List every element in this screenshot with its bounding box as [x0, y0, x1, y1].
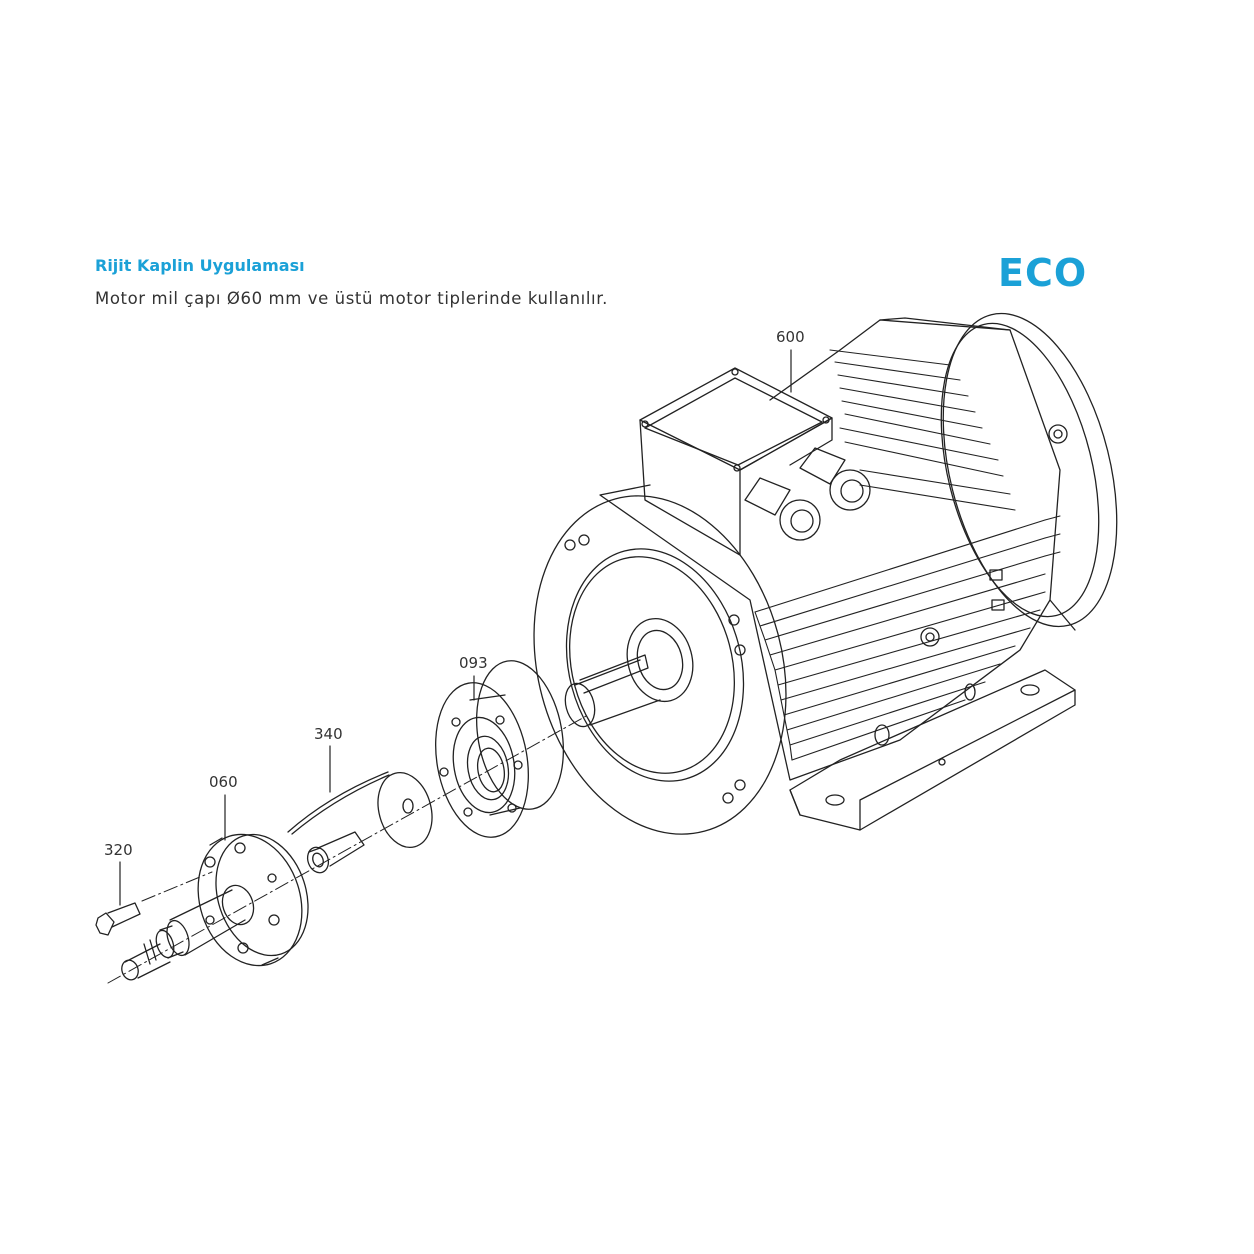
- cable-gland-right: [799, 447, 871, 511]
- callout-060: 060: [209, 773, 238, 791]
- bolt: [95, 902, 141, 936]
- callout-600: 600: [776, 328, 805, 346]
- motor-assembly: [533, 312, 1118, 835]
- leader-lines: [119, 349, 792, 906]
- rear-cover: [942, 312, 1118, 628]
- motor-shaft: [564, 617, 694, 728]
- motor-base: [789, 669, 1076, 831]
- key-part: [287, 771, 390, 835]
- front-flange: [533, 495, 787, 835]
- section-title: Rijit Kaplin Uygulaması: [95, 256, 305, 275]
- side-bolt: [920, 627, 940, 647]
- washer: [377, 772, 433, 848]
- motor-body: [599, 319, 1061, 781]
- cooling-fins: [754, 349, 1061, 761]
- coupling-flange: [435, 660, 565, 838]
- shaft-flange: [121, 833, 309, 981]
- screw: [306, 831, 365, 874]
- callout-320: 320: [104, 841, 133, 859]
- callout-340: 340: [314, 725, 343, 743]
- brand-logo: ECO SNM: [998, 251, 1088, 288]
- description-text: Motor mil çapı Ø60 mm ve üstü motor tipl…: [95, 289, 608, 308]
- lifting-eye: [1048, 424, 1068, 444]
- cable-gland-left: [744, 477, 821, 541]
- terminal-box: [639, 367, 833, 556]
- callout-093: 093: [459, 654, 488, 672]
- center-axis: [107, 714, 589, 984]
